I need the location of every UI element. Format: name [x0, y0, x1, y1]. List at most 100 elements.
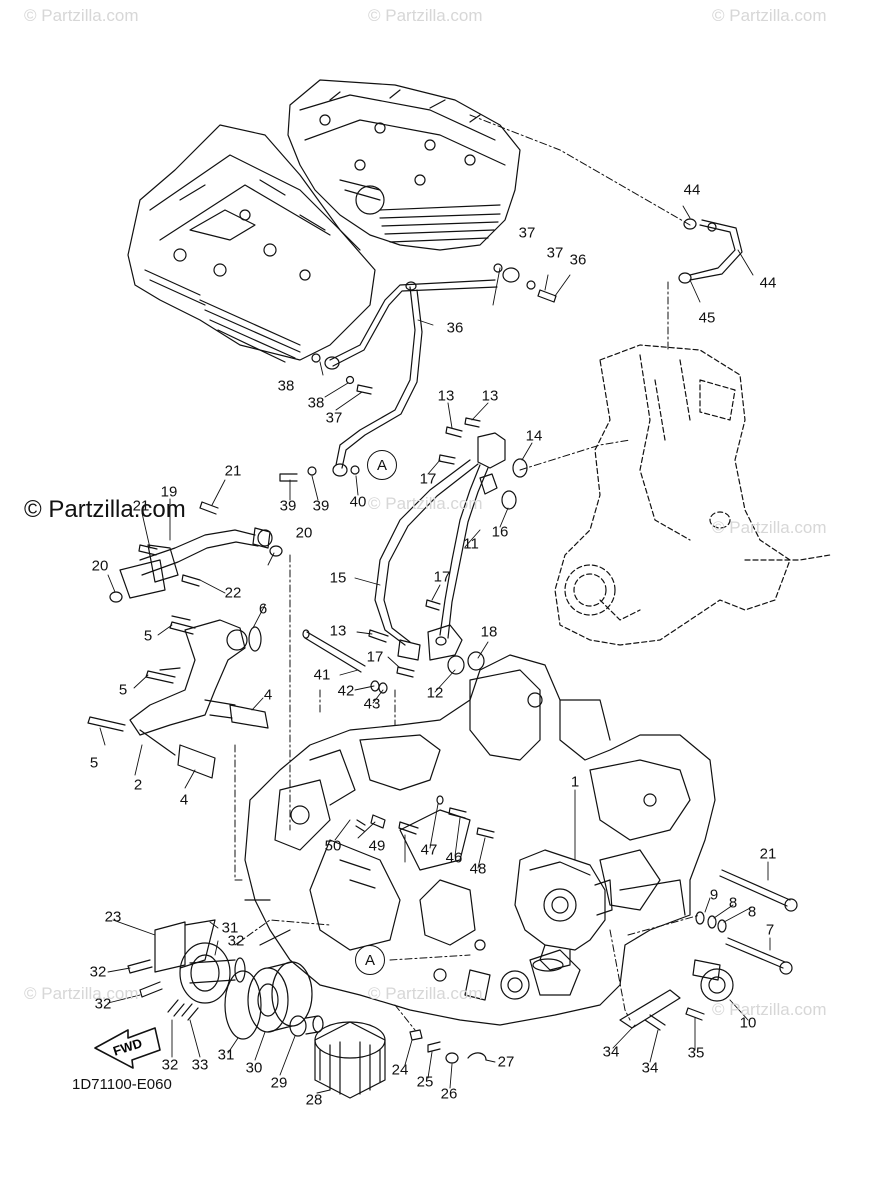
callout-18: 18 — [480, 623, 498, 641]
oil-filter-element-29 — [247, 961, 313, 1033]
callout-37: 38 — [307, 394, 325, 412]
callout-44: 45 — [698, 309, 716, 327]
callout-11: 11 — [463, 535, 479, 553]
callout-21: 21 — [224, 462, 242, 480]
callout-34: 34 — [641, 1059, 659, 1077]
callout-13: 13 — [481, 387, 499, 405]
oil-hose — [678, 218, 743, 284]
callout-4: 4 — [263, 686, 273, 704]
diagram-code: 1D71100-E060 — [72, 1076, 172, 1093]
callout-31: 32 — [227, 932, 245, 950]
union-bolts — [279, 263, 557, 482]
callout-3: 2 — [133, 776, 143, 794]
callout-16: 16 — [491, 523, 509, 541]
callout-8: 8 — [747, 903, 757, 921]
callout-15: 15 — [329, 569, 347, 587]
callout-35: 36 — [446, 319, 464, 337]
crankcase-left-half — [244, 654, 716, 1026]
cylinder-head-rear — [127, 124, 376, 363]
o-ring-20a — [109, 591, 123, 603]
callout-37: 37 — [518, 224, 536, 242]
oil-strainer-assembly — [129, 615, 269, 779]
seal-rings — [447, 458, 528, 675]
callout-32: 32 — [161, 1056, 179, 1074]
bolt-7 — [725, 937, 793, 975]
callout-38: 39 — [279, 497, 297, 515]
oil-filter-cover-22 — [154, 919, 216, 973]
oil-filter-cartridge-27 — [314, 1021, 386, 1099]
callout-47: 48 — [469, 860, 487, 878]
oil-pipes — [374, 432, 506, 661]
callout-1: 1 — [570, 773, 580, 791]
callout-41: 42 — [337, 682, 355, 700]
callout-29: 30 — [245, 1059, 263, 1077]
callout-36: 37 — [325, 409, 343, 427]
strainer-bolts-5 — [87, 621, 196, 732]
o-ring-30 — [224, 970, 262, 1040]
callout-46: 47 — [420, 841, 438, 859]
filter-bolts-32 — [127, 959, 199, 1021]
callout-32: 32 — [94, 995, 112, 1013]
watermark-large: © Partzilla.com — [24, 496, 186, 523]
callout-17: 17 — [433, 568, 451, 586]
o-rings-8-9 — [695, 911, 727, 933]
callout-13: 13 — [437, 387, 455, 405]
watermark: © Partzilla.com — [712, 1000, 827, 1019]
washer-42 — [378, 682, 388, 694]
callout-19: 19 — [160, 483, 178, 501]
watermark: © Partzilla.com — [368, 984, 483, 1003]
callout-36: 36 — [569, 251, 587, 269]
callout-17: 17 — [419, 470, 437, 488]
crankcase-right-half — [554, 344, 831, 646]
callout-12: 12 — [426, 684, 444, 702]
watermark: © Partzilla.com — [368, 494, 483, 513]
cover-10 — [692, 959, 734, 1002]
jets-45-50 — [355, 795, 495, 839]
callout-14: 14 — [525, 427, 543, 445]
callout-40: 41 — [313, 666, 331, 684]
reference-marker-a: A — [355, 945, 385, 975]
cylinder-head-front — [287, 79, 521, 251]
callout-2: 21 — [759, 845, 777, 863]
callout-4: 4 — [179, 791, 189, 809]
callout-32: 32 — [89, 963, 107, 981]
callout-6: 6 — [258, 600, 268, 618]
bolt-2 — [719, 869, 798, 912]
pipe-bolts — [368, 417, 481, 678]
watermark: © Partzilla.com — [712, 518, 827, 537]
callout-30: 31 — [217, 1046, 235, 1064]
callout-37: 37 — [546, 244, 564, 262]
callout-7: 7 — [765, 921, 775, 939]
union-bolt-28 — [289, 1015, 324, 1037]
callout-9: 9 — [709, 886, 719, 904]
oil-pump — [514, 849, 613, 972]
callout-5: 5 — [118, 681, 128, 699]
watermark: © Partzilla.com — [368, 6, 483, 25]
callout-25: 26 — [440, 1085, 458, 1103]
callout-5: 5 — [89, 754, 99, 772]
callout-45: 46 — [445, 849, 463, 867]
element-housing — [179, 942, 246, 1004]
callout-10: 10 — [739, 1014, 757, 1032]
callout-43: 44 — [759, 274, 777, 292]
watermark: © Partzilla.com — [712, 6, 827, 25]
solid-leaders — [99, 205, 771, 1094]
callout-5: 5 — [143, 627, 153, 645]
strainer-bolts-21 — [138, 501, 219, 587]
callout-39: 39 — [312, 497, 330, 515]
callout-20: 20 — [91, 557, 109, 575]
drain-parts-23-26 — [409, 1029, 487, 1064]
callout-33: 34 — [602, 1043, 620, 1061]
callout-24: 25 — [416, 1073, 434, 1091]
bolt-40 — [302, 629, 366, 673]
callout-49: 50 — [324, 837, 342, 855]
callout-22: 23 — [104, 908, 122, 926]
watermark: © Partzilla.com — [24, 6, 139, 25]
o-ring-20b — [269, 545, 283, 557]
fwd-label: FWD — [111, 1035, 144, 1058]
callout-34: 35 — [687, 1044, 705, 1062]
callout-37: 38 — [277, 377, 295, 395]
callout-8: 8 — [728, 894, 738, 912]
callout-21: 21 — [132, 497, 150, 515]
